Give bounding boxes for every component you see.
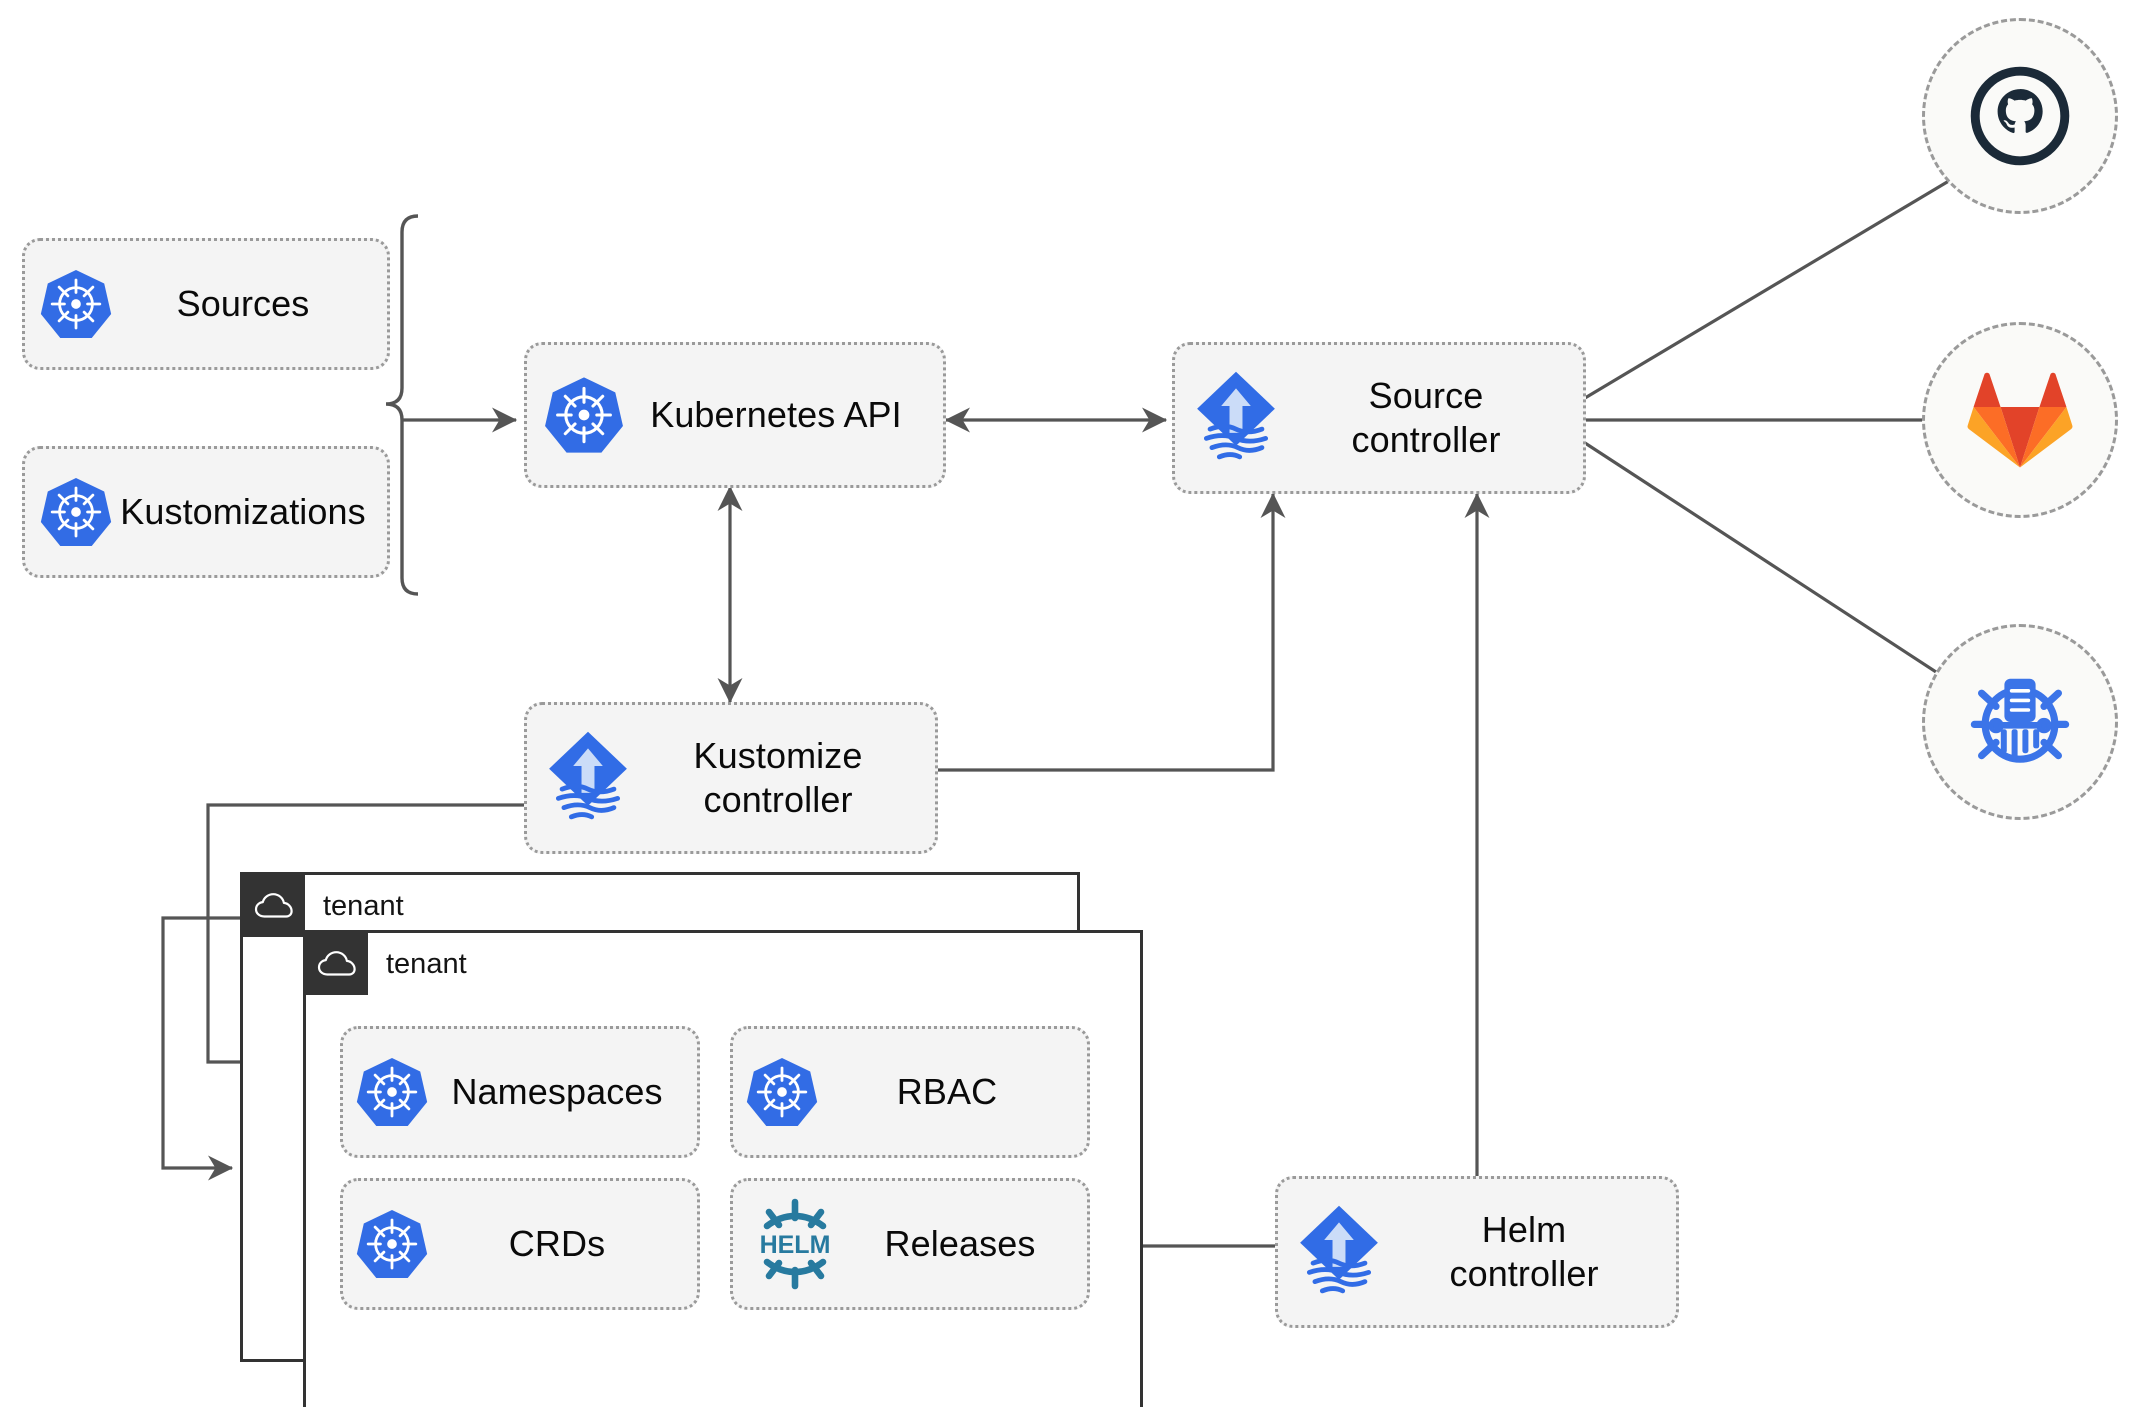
cloud-icon xyxy=(306,933,368,995)
provider-helm-repository[interactable] xyxy=(1922,624,2118,820)
edge-kustomize-source xyxy=(937,492,1286,772)
node-label: Namespaces xyxy=(451,1071,663,1113)
helm-repository-icon xyxy=(1970,678,2070,763)
node-label: Releases xyxy=(884,1223,1036,1265)
node-kustomizations[interactable]: Kustomizations xyxy=(22,446,390,578)
node-helm-controller[interactable]: Helm controller xyxy=(1275,1176,1679,1328)
provider-gitlab[interactable] xyxy=(1922,322,2118,518)
node-sources[interactable]: Sources xyxy=(22,238,390,370)
node-releases[interactable]: HELM Releases xyxy=(730,1178,1090,1310)
edge-source-github xyxy=(1584,161,1981,400)
node-label: Sources xyxy=(176,283,310,325)
flux-icon xyxy=(541,728,635,828)
provider-github[interactable] xyxy=(1922,18,2118,214)
kubernetes-glyph xyxy=(356,1210,428,1278)
tenant-label: tenant xyxy=(323,889,404,922)
node-source-controller[interactable]: Source controller xyxy=(1172,342,1586,494)
node-rbac[interactable]: RBAC xyxy=(730,1026,1090,1158)
kubernetes-icon xyxy=(39,475,113,549)
node-label: Kustomizations xyxy=(120,491,366,533)
flux-icon xyxy=(1189,368,1283,468)
cloud-icon xyxy=(243,875,305,937)
flux-glyph xyxy=(1300,1205,1378,1294)
node-label: RBAC xyxy=(896,1071,998,1113)
gitlab-icon xyxy=(1967,372,2073,468)
node-kustomize-controller[interactable]: Kustomize controller xyxy=(524,702,938,854)
svg-text:HELM: HELM xyxy=(760,1231,831,1259)
node-label: Helm controller xyxy=(1449,1209,1599,1294)
edge-source-helmrepo xyxy=(1584,441,1981,702)
node-label: CRDs xyxy=(508,1223,606,1265)
tenant-label: tenant xyxy=(386,947,467,980)
node-kubernetes-api[interactable]: Kubernetes API xyxy=(524,342,946,488)
github-icon xyxy=(1970,66,2070,166)
tenant-header-inner: tenant xyxy=(306,933,467,995)
kubernetes-icon xyxy=(745,1055,819,1129)
cloud-glyph xyxy=(254,893,293,918)
kubernetes-icon xyxy=(355,1055,429,1129)
tenant-card-inner[interactable]: tenant xyxy=(303,930,1143,1407)
node-label: Source controller xyxy=(1351,375,1501,460)
kubernetes-glyph xyxy=(40,270,112,338)
node-namespaces[interactable]: Namespaces xyxy=(340,1026,700,1158)
flux-glyph xyxy=(549,731,627,820)
node-label: Kubernetes API xyxy=(650,394,902,436)
kubernetes-glyph xyxy=(40,478,112,546)
flux-glyph xyxy=(1197,371,1275,460)
kubernetes-icon xyxy=(543,374,625,456)
kubernetes-icon xyxy=(39,267,113,341)
flux-icon xyxy=(1292,1202,1386,1302)
kubernetes-glyph xyxy=(545,377,623,453)
kubernetes-glyph xyxy=(356,1058,428,1126)
crd-group-bracket xyxy=(385,214,419,596)
tenant-header-outer: tenant xyxy=(243,875,404,937)
cloud-glyph xyxy=(317,951,356,976)
kubernetes-icon xyxy=(355,1207,429,1281)
helm-glyph: HELM xyxy=(760,1198,831,1290)
kubernetes-glyph xyxy=(746,1058,818,1126)
node-crds[interactable]: CRDs xyxy=(340,1178,700,1310)
helm-logo-icon: HELM xyxy=(745,1196,845,1292)
node-label: Kustomize controller xyxy=(693,735,863,820)
